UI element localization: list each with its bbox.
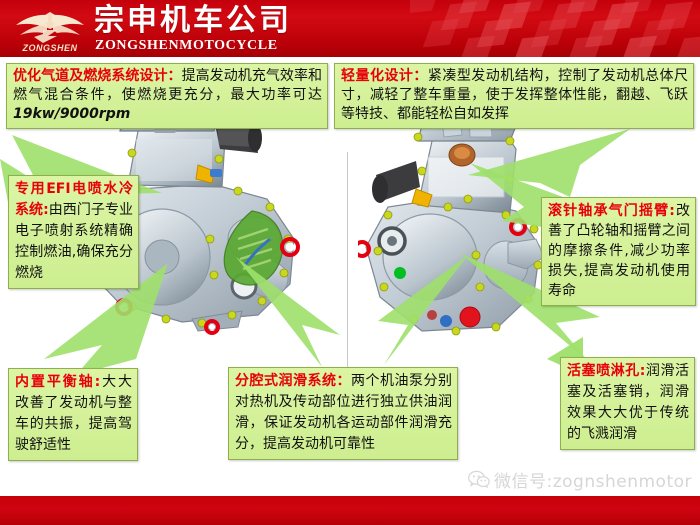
callout-efi-cooling: 专用EFI电喷水冷系统:由西门子专业电子喷射系统精确控制燃油,确保充分燃烧 (8, 175, 139, 289)
callout-piston-title: 活塞喷淋孔: (567, 363, 646, 379)
callout-split-chamber-lubrication: 分腔式润滑系统：两个机油泵分别对热机及传动部位进行独立供油润滑，保证发动机各运动… (228, 367, 458, 460)
callout-intake-body: 提高发动机充气效率和燃气混合条件，使燃烧更充分，最大功率可达 (13, 68, 323, 103)
page-header: ZONGSHEN 宗申机车公司 ZONGSHENMOTOCYCLE (0, 0, 700, 57)
checkered-flag-pattern (410, 0, 700, 57)
checker-square (566, 35, 604, 57)
callout-piston-body: 润滑活塞及活塞销，润滑效果大大优于传统的飞溅润滑 (567, 363, 689, 442)
wechat-watermark: 微信号:zognshenmotor (468, 467, 692, 492)
callout-balance-body: 大大改善了发动机与整车的共振，提高驾驶舒适性 (15, 374, 132, 453)
pointer-arrow-lubrication-right (378, 255, 508, 373)
pointer-arrow-balance (18, 263, 178, 383)
company-name-en: ZONGSHENMOTOCYCLE (95, 38, 278, 53)
wechat-icon (468, 470, 490, 489)
zongshen-logo: ZONGSHEN (10, 5, 90, 53)
callout-balance-shaft: 内置平衡轴:大大改善了发动机与整车的共振，提高驾驶舒适性 (8, 368, 138, 461)
callout-balance-title: 内置平衡轴: (15, 374, 101, 390)
callout-lightweight-design: 轻量化设计：紧凑型发动机结构，控制了发动机总体尺寸，减轻了整车重量，使于发挥整体… (334, 63, 694, 129)
logo-wordmark: ZONGSHEN (21, 43, 77, 53)
callout-intake-title: 优化气道及燃烧系统设计： (13, 68, 182, 84)
checker-square (458, 35, 496, 57)
checker-square (674, 35, 700, 57)
callout-efi-title: 专用EFI电喷水冷系统: (15, 181, 133, 218)
callout-piston-oil-jet: 活塞喷淋孔:润滑活塞及活塞销，润滑效果大大优于传统的飞溅润滑 (560, 357, 695, 450)
company-name-cn: 宗申机车公司 (94, 3, 292, 38)
callout-lubrication-body: 两个机油泵分别对热机及传动部位进行独立供油润滑，保证发动机各运动部件润滑充分，提… (235, 373, 452, 452)
checker-square (620, 35, 658, 57)
callout-intake-combustion: 优化气道及燃烧系统设计：提高发动机充气效率和燃气混合条件，使燃烧更充分，最大功率… (6, 63, 328, 129)
callout-lightweight-title: 轻量化设计： (341, 68, 428, 84)
watermark-text: 微信号:zognshenmotor (494, 472, 692, 492)
callout-rocker-body: 改善了凸轮轴和摇臂之间的摩擦条件,减少功率损失,提高发动机使用寿命 (548, 203, 690, 299)
callout-rocker-title: 滚针轴承气门摇臂: (548, 203, 675, 219)
pointer-arrow-piston (460, 253, 610, 379)
engine-diagram-stage: 优化气道及燃烧系统设计：提高发动机充气效率和燃气混合条件，使燃烧更充分，最大功率… (0, 57, 700, 496)
pointer-arrow-lightweight (430, 129, 630, 201)
callout-roller-rocker-arm: 滚针轴承气门摇臂:改善了凸轮轴和摇臂之间的摩擦条件,减少功率损失,提高发动机使用… (541, 197, 696, 306)
checker-square (422, 18, 460, 48)
checker-square (512, 35, 550, 57)
vertical-divider (347, 152, 348, 367)
callout-efi-body: 由西门子专业电子喷射系统精确控制燃油,确保充分燃烧 (15, 202, 133, 281)
callout-lightweight-body: 紧凑型发动机结构，控制了发动机总体尺寸，减轻了整车重量，使于发挥整体性能，翻越、… (341, 68, 689, 122)
page-footer (0, 496, 700, 525)
checker-square (410, 0, 442, 14)
pointer-arrow-lubrication-left (236, 257, 366, 375)
callout-intake-emphasis: 19kw/9000rpm (13, 106, 131, 122)
callout-lubrication-title: 分腔式润滑系统： (235, 373, 351, 389)
